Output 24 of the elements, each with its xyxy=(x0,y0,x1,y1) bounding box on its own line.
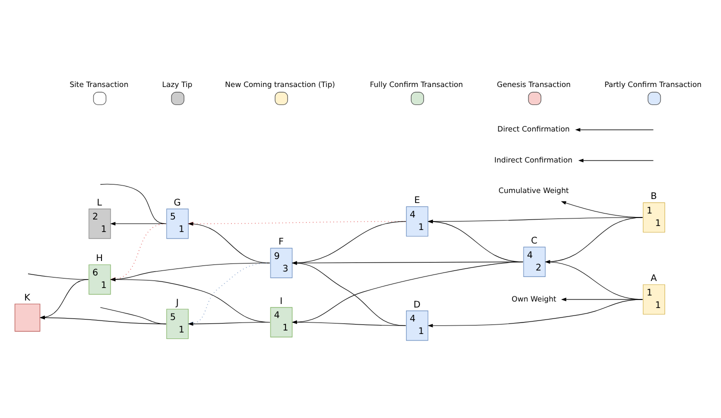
arrow xyxy=(292,220,406,264)
connector xyxy=(28,273,89,280)
arrow xyxy=(575,128,654,132)
node-label: B xyxy=(650,192,657,202)
node-label: L xyxy=(96,198,102,208)
arrow xyxy=(110,262,270,281)
node-label: I xyxy=(280,296,283,306)
node-label: J xyxy=(176,298,179,308)
arrow xyxy=(561,297,643,301)
node-label: C xyxy=(531,236,538,246)
node-label: G xyxy=(174,198,181,208)
connector xyxy=(100,306,166,324)
node-label: A xyxy=(650,274,657,284)
arrow xyxy=(40,315,166,324)
node-label: F xyxy=(278,237,284,248)
node-label: H xyxy=(96,254,103,264)
connector xyxy=(100,183,166,224)
node-label: E xyxy=(414,196,420,206)
node-label: K xyxy=(24,292,30,303)
arrow xyxy=(544,260,643,300)
arrow xyxy=(544,216,643,264)
arrow xyxy=(578,158,654,162)
arrow xyxy=(428,298,643,327)
node-label: D xyxy=(413,300,420,310)
